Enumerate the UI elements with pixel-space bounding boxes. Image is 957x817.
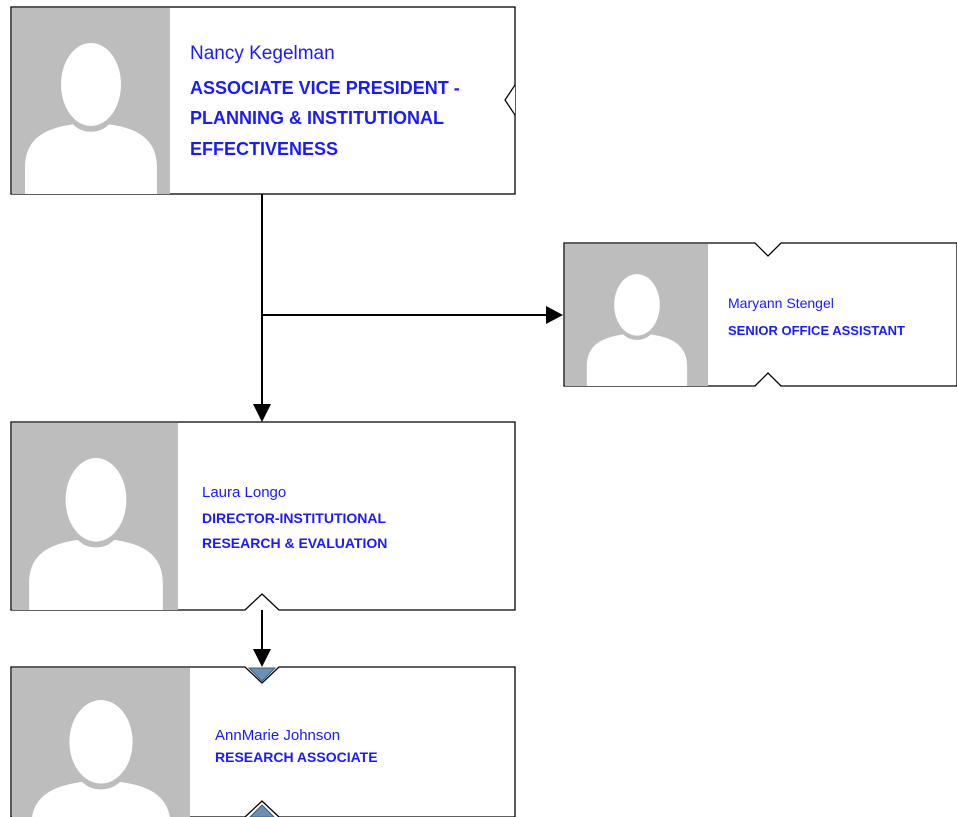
connectors xyxy=(253,194,563,667)
node-title-line: PLANNING & INSTITUTIONAL xyxy=(190,108,444,128)
org-node-maryann-stengel[interactable]: Maryann Stengel SENIOR OFFICE ASSISTANT xyxy=(563,242,957,387)
node-title-line: ASSOCIATE VICE PRESIDENT - xyxy=(190,78,460,98)
expand-children-icon[interactable] xyxy=(249,804,275,817)
arrow-to-annmarie-icon xyxy=(253,649,271,667)
node-name: Maryann Stengel xyxy=(728,295,834,311)
node-title-line: RESEARCH ASSOCIATE xyxy=(215,749,378,765)
collapse-handle-icon[interactable] xyxy=(504,84,516,116)
node-title-line: RESEARCH & EVALUATION xyxy=(202,535,387,551)
node-name: Laura Longo xyxy=(202,484,286,501)
arrow-to-assistant-icon xyxy=(546,306,563,324)
node-name: AnnMarie Johnson xyxy=(215,727,340,744)
org-node-laura-longo[interactable]: Laura Longo DIRECTOR-INSTITUTIONAL RESEA… xyxy=(10,421,516,611)
node-title-line: EFFECTIVENESS xyxy=(190,139,338,159)
node-title-line: DIRECTOR-INSTITUTIONAL xyxy=(202,510,387,526)
arrow-to-laura-icon xyxy=(253,404,271,422)
node-name: Nancy Kegelman xyxy=(190,43,335,64)
org-node-nancy-kegelman[interactable]: Nancy Kegelman ASSOCIATE VICE PRESIDENT … xyxy=(10,6,516,195)
node-title-line: SENIOR OFFICE ASSISTANT xyxy=(728,323,905,338)
expand-indicator-icon[interactable] xyxy=(247,667,277,682)
org-node-annmarie-johnson[interactable]: AnnMarie Johnson RESEARCH ASSOCIATE xyxy=(10,666,516,817)
